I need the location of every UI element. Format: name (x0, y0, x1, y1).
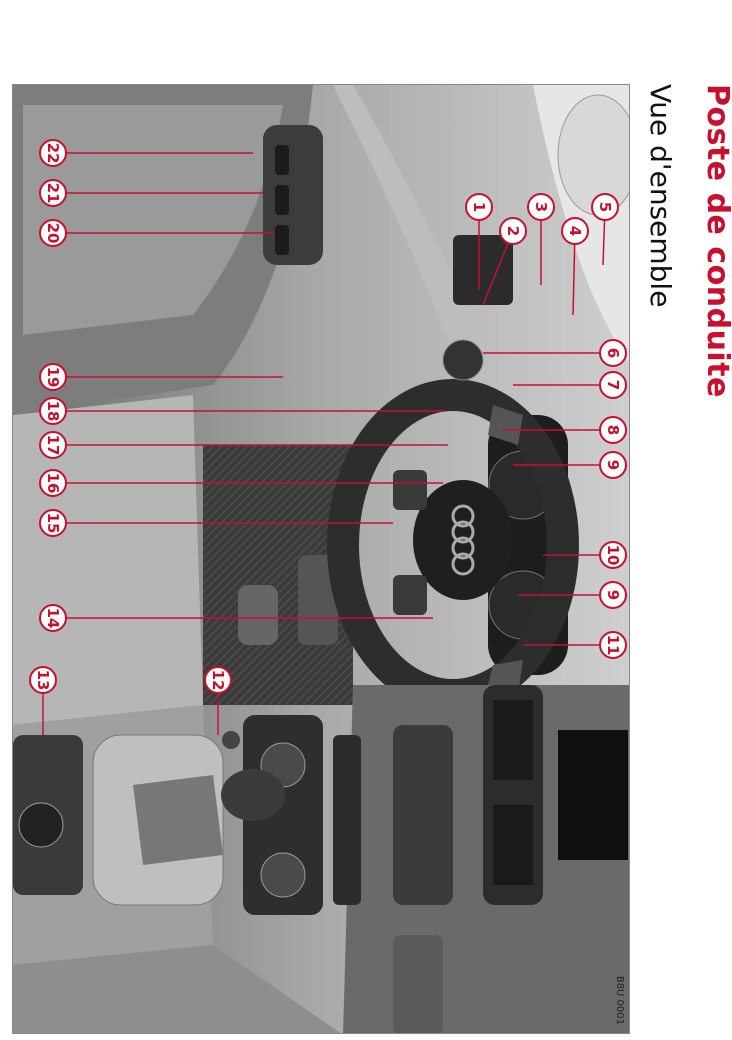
gear-boot (133, 775, 223, 865)
start-button (222, 731, 240, 749)
callout-marker (591, 193, 619, 221)
callout-marker (39, 604, 67, 632)
callout-number: 13 (34, 670, 52, 691)
callout-number: 1 (470, 202, 488, 212)
callout-leader-line (572, 230, 576, 316)
callout-number: 12 (209, 670, 227, 691)
wheel-buttons-left (393, 470, 427, 510)
callout-number: 5 (596, 202, 614, 212)
callout-number: 19 (44, 367, 62, 388)
brand-logo (451, 504, 475, 576)
callout-number: 9 (604, 460, 622, 470)
callout-number: 15 (44, 513, 62, 534)
callout-marker (599, 541, 627, 569)
callout-marker (599, 339, 627, 367)
callout-number: 4 (566, 226, 584, 236)
lower-console (13, 945, 341, 1033)
callout-marker (561, 217, 589, 245)
callout-marker (527, 193, 555, 221)
callout-number: 21 (44, 183, 62, 204)
mirror-control (453, 235, 513, 305)
window-switch (275, 225, 289, 255)
callout-number: 18 (44, 401, 62, 422)
callout-number: 8 (604, 425, 622, 435)
paddle-left (488, 405, 523, 445)
callout-number: 20 (44, 223, 62, 244)
callout-marker (465, 193, 493, 221)
callout-marker (204, 666, 232, 694)
vent-left (493, 700, 533, 780)
callout-marker (29, 666, 57, 694)
callout-number: 17 (44, 435, 62, 456)
mmi-screen (558, 730, 628, 860)
callout-marker (39, 431, 67, 459)
wheel-buttons-right (393, 575, 427, 615)
callout-marker (599, 416, 627, 444)
page-subtitle: Vue d'ensemble (644, 84, 677, 308)
callout-marker (39, 139, 67, 167)
seat-heat-buttons (333, 735, 361, 905)
callout-number: 9 (604, 590, 622, 600)
callout-number: 16 (44, 473, 62, 494)
callout-number: 10 (604, 545, 622, 566)
page-title: Poste de conduite (700, 84, 732, 398)
light-switch (442, 339, 484, 381)
pedal (298, 555, 338, 645)
callout-marker (39, 397, 67, 425)
window-switch (275, 185, 289, 215)
callout-marker (499, 217, 527, 245)
door-handle (333, 85, 483, 355)
window-switch (275, 145, 289, 175)
door-armrest (23, 105, 283, 335)
pedal (238, 585, 278, 645)
callout-marker (599, 581, 627, 609)
callout-marker (39, 363, 67, 391)
callout-marker (39, 509, 67, 537)
image-code: B8U 0001 (614, 976, 625, 1025)
radio-unit (393, 725, 453, 905)
callout-number: 2 (504, 226, 522, 236)
callout-marker (39, 219, 67, 247)
callout-marker (599, 371, 627, 399)
callout-marker (599, 451, 627, 479)
steering-wheel-hub (413, 480, 513, 600)
door-switch-panel (263, 125, 323, 265)
callout-number: 14 (44, 608, 62, 629)
callout-marker (39, 179, 67, 207)
climate-knob-right (260, 852, 306, 898)
callout-marker (39, 469, 67, 497)
gear-knob (221, 769, 285, 821)
glovebox-handle (393, 935, 443, 1033)
callout-number: 3 (532, 202, 550, 212)
callout-number: 6 (604, 348, 622, 358)
callout-number: 11 (604, 635, 622, 656)
mmi-knob (18, 802, 64, 848)
callout-number: 22 (44, 143, 62, 164)
callout-number: 7 (604, 380, 622, 390)
callout-marker (599, 631, 627, 659)
vent-right (493, 805, 533, 885)
